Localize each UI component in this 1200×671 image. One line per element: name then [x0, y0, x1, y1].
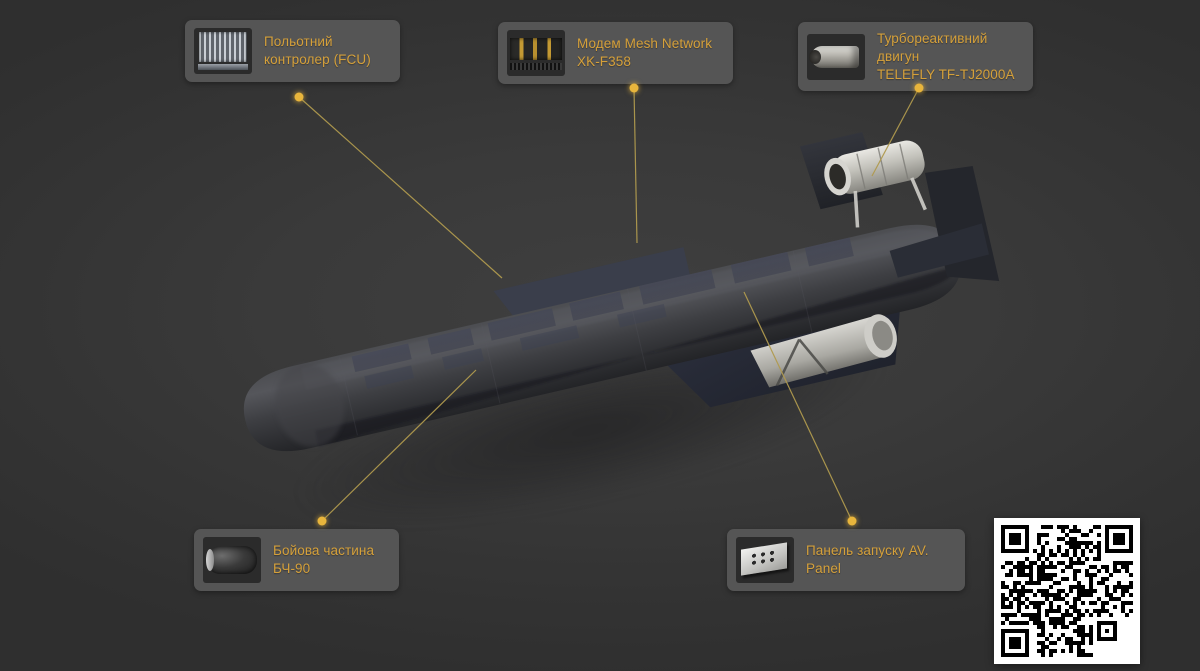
callout-label-warhead: Бойова частина БЧ-90: [273, 543, 375, 576]
warhead-thumbnail: [203, 537, 261, 583]
launch-panel-thumbnail: [736, 537, 794, 583]
ventral-nacelle: [750, 314, 897, 388]
flight-control-unit-thumbnail: [194, 28, 252, 74]
callout-dot-warhead: [317, 516, 327, 526]
callout-dot-launch-panel: [847, 516, 857, 526]
port-wing: [493, 247, 691, 319]
mesh-network-modem-thumbnail: [507, 30, 565, 76]
turbojet-engine-thumbnail: [807, 33, 865, 80]
callout-chip-modem[interactable]: Модем Mesh Network XK-F358: [498, 22, 733, 84]
qr-code[interactable]: [994, 518, 1140, 664]
turbojet-engine-pod: [824, 140, 927, 228]
callout-chip-launch-panel[interactable]: Панель запуску AV. Panel: [727, 529, 965, 591]
callout-chip-fcu[interactable]: Польотний контролер (FCU): [185, 20, 400, 82]
callout-label-launch-panel: Панель запуску AV. Panel: [806, 543, 929, 576]
callout-label-fcu: Польотний контролер (FCU): [264, 34, 371, 67]
qr-code-canvas: [1001, 525, 1133, 657]
callout-dot-fcu: [294, 92, 304, 102]
callout-label-engine: Турбореактивний двигун TELEFLY TF-TJ2000…: [877, 31, 1015, 82]
callout-chip-engine[interactable]: Турбореактивний двигун TELEFLY TF-TJ2000…: [798, 22, 1033, 92]
callout-dot-modem: [629, 83, 639, 93]
callout-chip-warhead[interactable]: Бойова частина БЧ-90: [194, 529, 399, 591]
fuselage: [243, 224, 961, 452]
callout-dot-engine: [914, 83, 924, 93]
callout-label-modem: Модем Mesh Network XK-F358: [577, 36, 713, 69]
